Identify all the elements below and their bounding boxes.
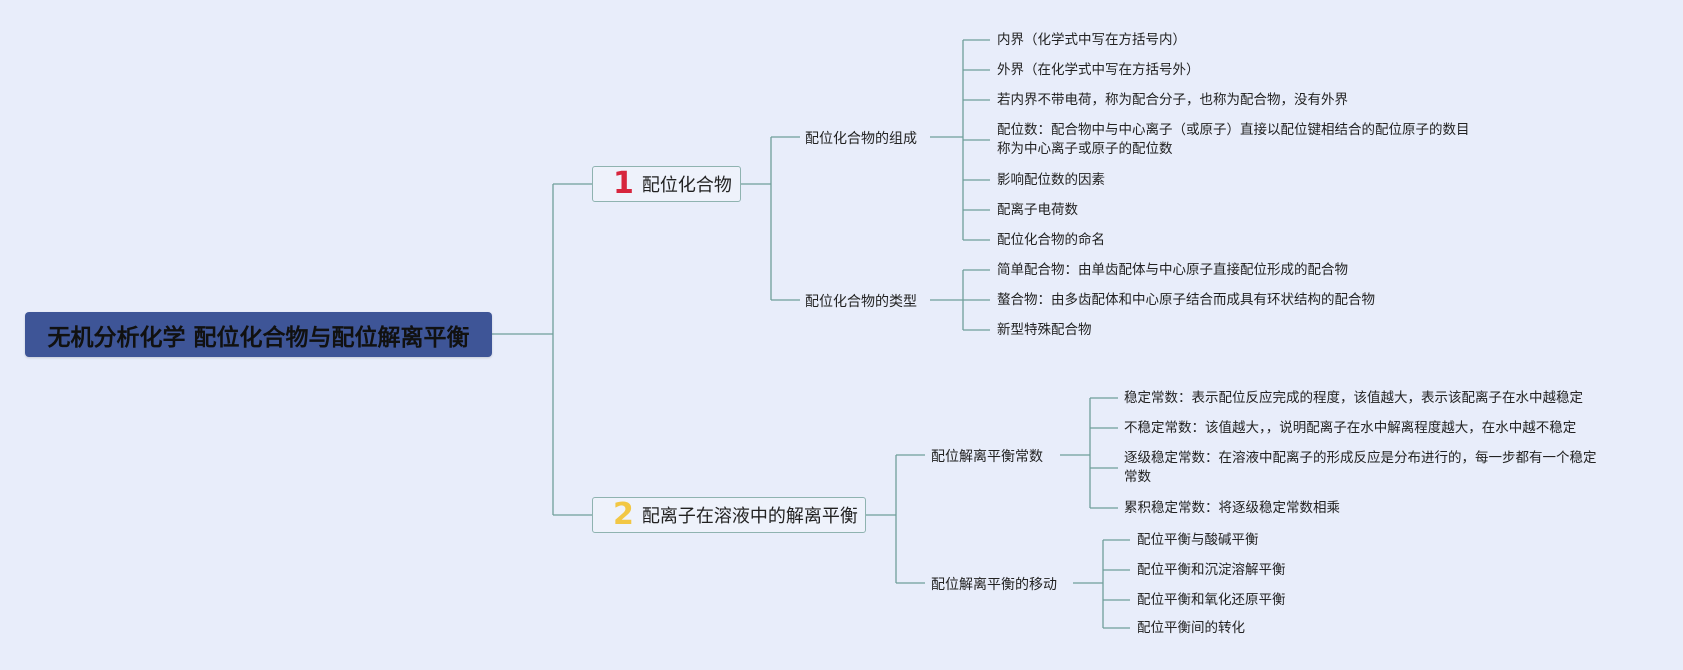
branch-dissociation-equilibrium[interactable]: 2 配离子在溶液中的解离平衡 — [592, 497, 866, 533]
leaf-special-complex[interactable]: 新型特殊配合物 — [997, 322, 1092, 338]
leaf-simple-complex[interactable]: 简单配合物：由单齿配体与中心原子直接配位形成的配合物 — [997, 262, 1348, 278]
leaf-complex-ion-charge[interactable]: 配离子电荷数 — [997, 202, 1078, 218]
subtopic-types[interactable]: 配位化合物的类型 — [805, 294, 917, 310]
leaf-stepwise-constant[interactable]: 逐级稳定常数：在溶液中配离子的形成反应是分布进行的，每一步都有一个稳定 常数 — [1124, 450, 1597, 485]
branch-label: 配位化合物 — [641, 175, 732, 196]
leaf-instability-constant[interactable]: 不稳定常数：该值越大，，说明配离子在水中解离程度越大，在水中越不稳定 — [1124, 420, 1577, 436]
leaf-redox[interactable]: 配位平衡和氧化还原平衡 — [1137, 592, 1286, 608]
leaf-nomenclature[interactable]: 配位化合物的命名 — [997, 232, 1105, 248]
subtopic-composition[interactable]: 配位化合物的组成 — [805, 131, 917, 147]
root-topic[interactable]: 无机分析化学 配位化合物与配位解离平衡 — [25, 312, 492, 357]
root-topic-label: 无机分析化学 配位化合物与配位解离平衡 — [47, 324, 470, 351]
subtopic-equilibrium-constants[interactable]: 配位解离平衡常数 — [931, 449, 1043, 465]
leaf-neutral-complex[interactable]: 若内界不带电荷，称为配合分子，也称为配合物，没有外界 — [997, 92, 1348, 108]
branch-label: 配离子在溶液中的解离平衡 — [641, 506, 858, 527]
leaf-acid-base[interactable]: 配位平衡与酸碱平衡 — [1137, 532, 1259, 548]
branch-number-badge: 1 — [613, 166, 634, 201]
branch-number-badge: 2 — [613, 497, 634, 532]
leaf-cumulative-constant[interactable]: 累积稳定常数：将逐级稳定常数相乘 — [1124, 500, 1340, 516]
subtopic-equilibrium-shift[interactable]: 配位解离平衡的移动 — [931, 577, 1057, 593]
leaf-inner-sphere[interactable]: 内界（化学式中写在方括号内） — [997, 32, 1186, 48]
leaf-chelate[interactable]: 螯合物：由多齿配体和中心原子结合而成具有环状结构的配合物 — [997, 292, 1375, 308]
branch-coordination-compounds[interactable]: 1 配位化合物 — [592, 166, 741, 202]
leaf-outer-sphere[interactable]: 外界（在化学式中写在方括号外） — [997, 62, 1200, 78]
leaf-precipitation[interactable]: 配位平衡和沉淀溶解平衡 — [1137, 562, 1286, 578]
leaf-stability-constant[interactable]: 稳定常数：表示配位反应完成的程度，该值越大，表示该配离子在水中越稳定 — [1124, 390, 1583, 406]
leaf-conversion[interactable]: 配位平衡间的转化 — [1137, 620, 1245, 636]
leaf-coordination-number[interactable]: 配位数：配合物中与中心离子（或原子）直接以配位键相结合的配位原子的数目 称为中心… — [997, 122, 1470, 157]
leaf-coordination-number-factors[interactable]: 影响配位数的因素 — [997, 172, 1105, 188]
